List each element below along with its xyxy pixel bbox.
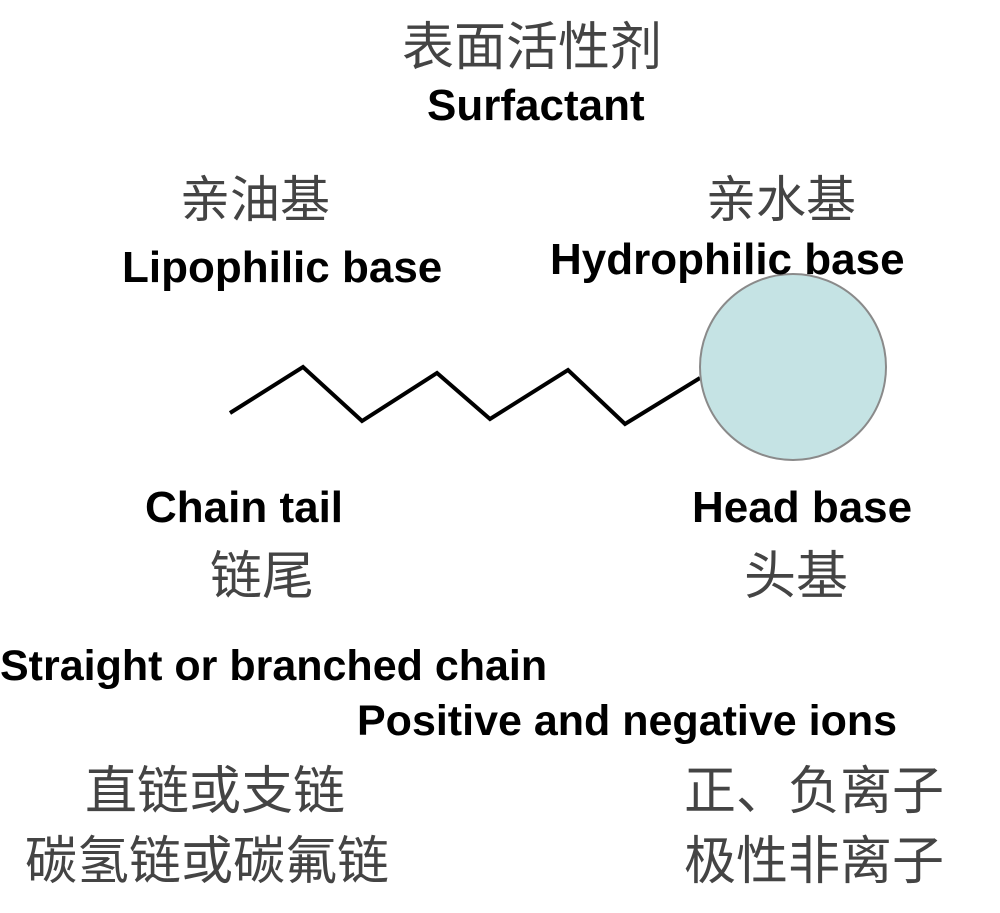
hydrophilic-chinese: 亲水基 — [706, 171, 856, 229]
head-types-chinese-line1: 正、负离子 — [684, 762, 945, 822]
head-base-english: Head base — [692, 483, 913, 532]
chain-tail-english: Chain tail — [145, 483, 344, 532]
chain-tail-zigzag — [228, 364, 702, 427]
tail-types-chinese-line2: 碳氢链或碳氟链 — [25, 832, 390, 892]
head-base-chinese: 头基 — [744, 547, 849, 607]
head-types-english: Positive and negative ions — [357, 697, 898, 745]
title-english: Surfactant — [427, 81, 645, 130]
hydrophilic-english: Hydrophilic base — [550, 235, 905, 284]
lipophilic-chinese: 亲油基 — [180, 171, 330, 229]
tail-types-english: Straight or branched chain — [0, 642, 548, 690]
chain-tail-chinese: 链尾 — [210, 547, 315, 607]
tail-types-chinese-line1: 直链或支链 — [85, 762, 346, 822]
title-chinese: 表面活性剂 — [402, 18, 663, 78]
head-group-circle — [699, 273, 887, 461]
lipophilic-english: Lipophilic base — [122, 243, 443, 292]
head-types-chinese-line2: 极性非离子 — [684, 832, 945, 892]
